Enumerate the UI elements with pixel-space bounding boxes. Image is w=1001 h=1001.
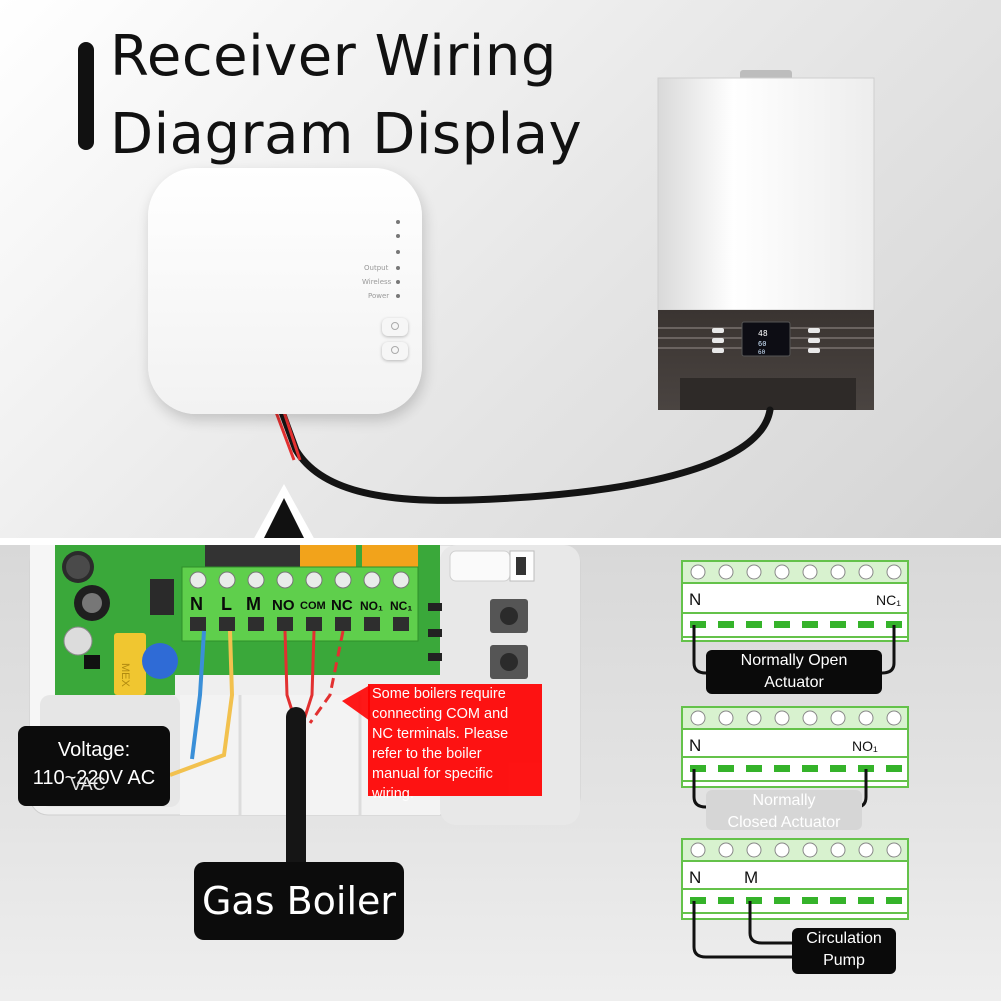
pcb-terminal-n: N [190,594,203,614]
note-arrow [342,685,370,721]
title-line-2: Diagram Display [110,102,583,167]
gas-boiler-label: Gas Boiler [194,862,404,940]
note-line-5: manual for specific [372,766,493,782]
title-accent-bar [78,42,94,150]
schematic-normally-closed [681,706,909,809]
relay-2 [300,545,356,569]
gas-boiler-illustration: 48 60 60 [657,70,875,410]
blue-wire [190,630,206,760]
diagram1-right-label: NC₁ [876,592,901,608]
note-line-3: NC terminals. Please [372,726,509,742]
note-line-2: connecting COM and [372,706,509,722]
voltage-line-2: 110~220V AC [32,767,156,789]
diagram2-left-label: N [689,736,702,755]
varistor [142,643,178,679]
boiler-buttons-left [712,328,724,353]
title-line-1: Receiver Wiring [110,24,557,89]
terminal-holes [190,617,409,631]
indicator-output-label: Output [364,264,389,272]
indicator-dot-1 [396,220,400,224]
pcb-small-parts [428,603,442,661]
top-cables [262,406,774,542]
indicator-dot-2 [396,234,400,238]
normally-closed-actuator-label: Normally Closed Actuator [706,790,862,831]
diagram3-right-label: M [744,868,759,887]
schematic-normally-open [681,560,909,675]
red-wire-2 [282,411,302,461]
pcb-terminal-l: L [221,594,232,614]
pair-button[interactable] [382,318,408,336]
act1-line-1: Normally Open [740,652,848,669]
page-title: Receiver Wiring Diagram Display [110,18,582,174]
circulation-pump-label: Circulation Pump [792,928,896,974]
schematic-circulation-pump [681,838,909,959]
boiler-wiring-note: Some boilers require connecting COM and … [368,684,542,802]
mex-capacitor-text: MEX [119,663,131,688]
pcb-terminal-nc: NC [331,597,353,614]
red-wire-1 [274,411,296,461]
indicator-power-label: Power [368,292,390,300]
pcb-terminal-nc1: NC₁ [390,599,413,613]
note-line-4: refer to the boiler [372,746,482,762]
indicator-dot-power [396,294,400,298]
red-wire-com [302,630,316,721]
pcb-terminal-no: NO [272,597,295,614]
act3-line-1: Circulation [806,930,882,947]
act1-line-2: Actuator [764,674,824,691]
wiring-schematics [681,560,909,959]
boiler-display-line1: 48 [758,329,768,338]
note-line-6: wiring. [372,786,414,802]
act2-line-2: Closed Actuator [727,814,841,831]
boiler-buttons-right [808,328,820,353]
indicator-dot-3 [396,250,400,254]
terminal-screws [189,571,410,589]
link-icon [391,322,399,330]
boiler-display-line2: 60 [758,340,766,348]
relay-3 [362,545,418,569]
act2-line-1: Normally [752,792,816,809]
pcb-terminal-com: COM [300,600,326,612]
panel-divider [0,538,1001,545]
power-icon [391,346,399,354]
yellow-wire [169,630,235,777]
voltage-overlap-text: VAC [70,774,106,794]
voltage-label: Voltage: 110~220V AC VAC [18,726,170,806]
boiler-display-line3: 60 [758,349,766,356]
mex-capacitor [114,633,146,695]
red-wire-nc-dashed [308,630,345,724]
pcb-terminal-no1: NO₁ [360,599,383,613]
diagram1-left-label: N [689,590,702,609]
boiler-cable [278,406,774,504]
act3-line-2: Pump [823,952,865,969]
power-button[interactable] [382,342,408,360]
diagram2-right-label: NO₁ [852,738,878,754]
normally-open-actuator-label: Normally Open Actuator [706,650,882,694]
pointer-arrow [262,498,306,542]
indicator-dot-output [396,266,400,270]
note-line-1: Some boilers require [372,686,506,702]
pcb-terminal-m: M [246,594,261,614]
indicator-wireless-label: Wireless [362,278,392,286]
voltage-line-1: Voltage: [57,739,131,761]
indicator-dot-wireless [396,280,400,284]
diagram3-left-label: N [689,868,702,887]
receiver-device: Output Wireless Power [148,168,422,414]
